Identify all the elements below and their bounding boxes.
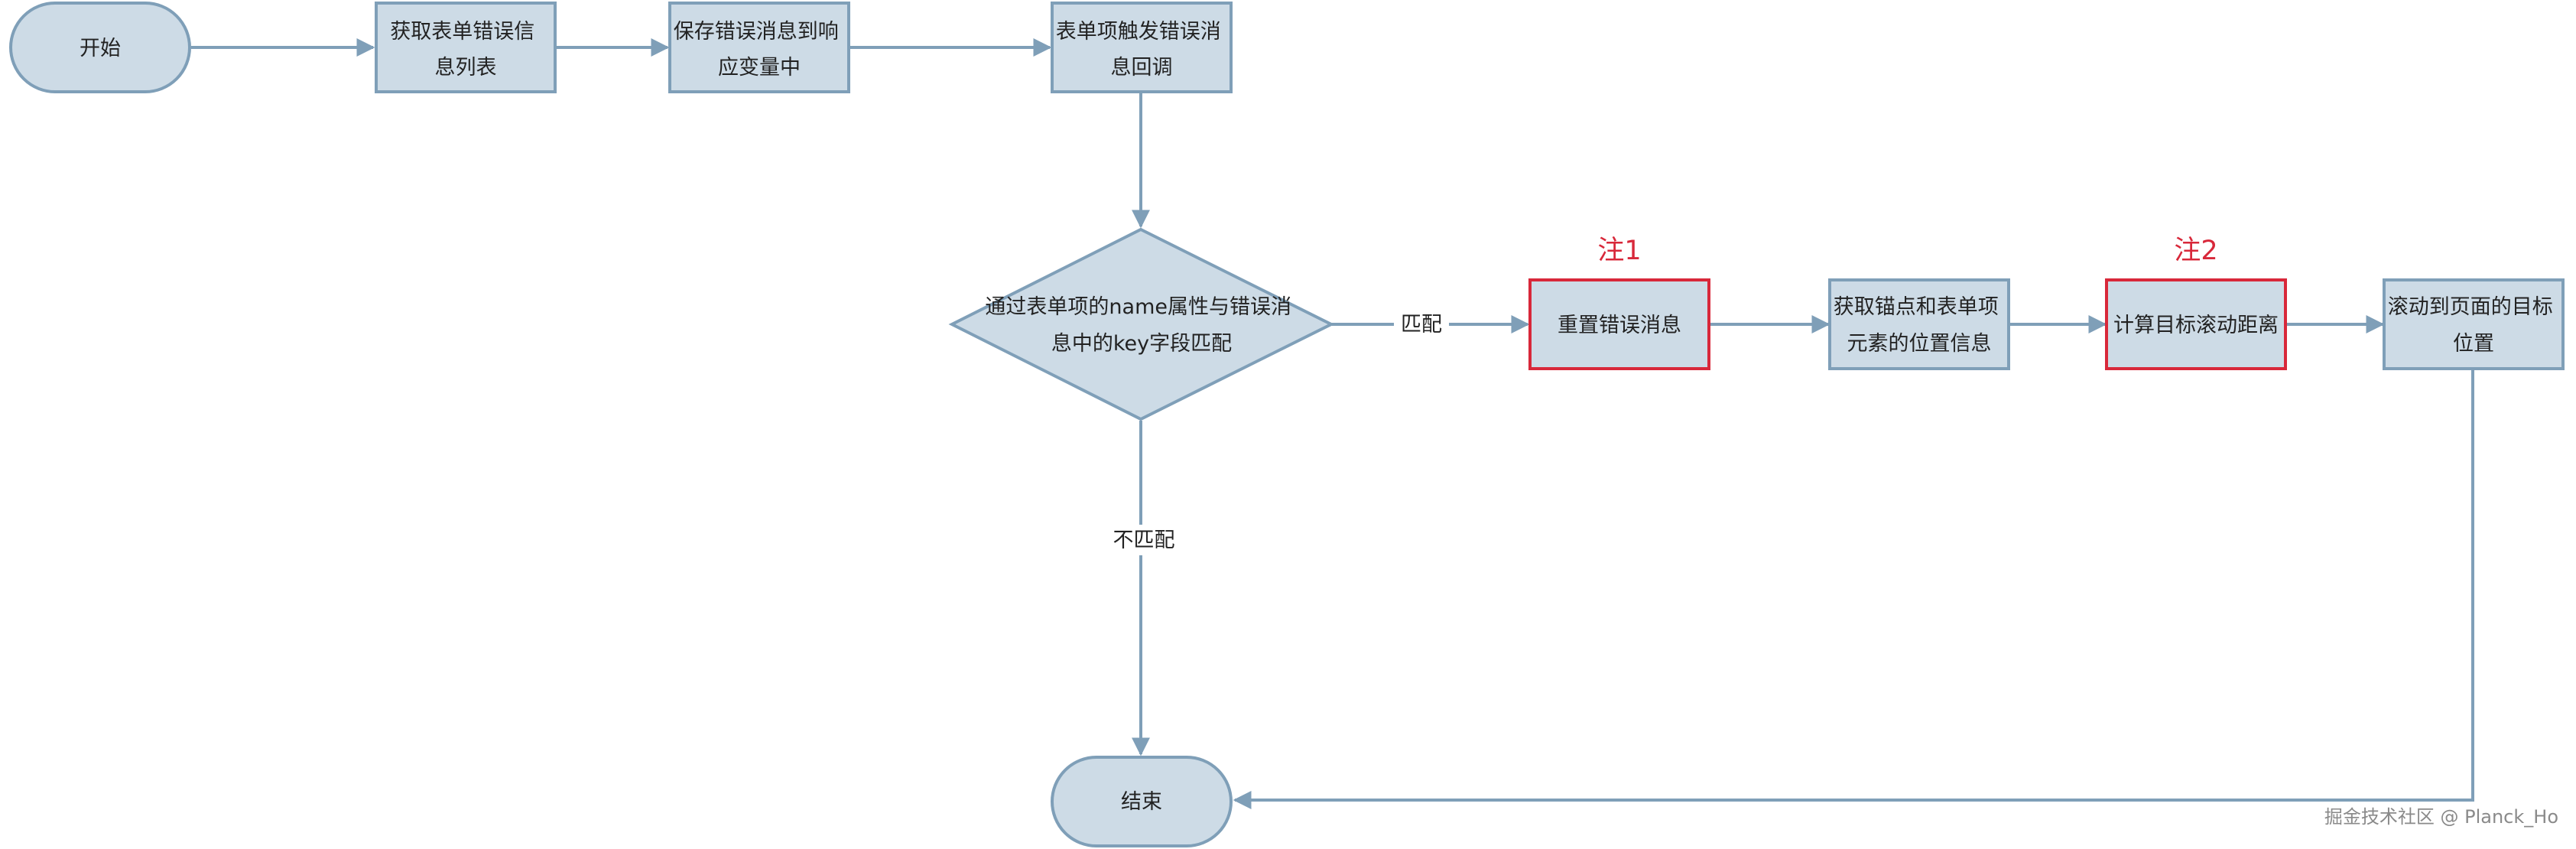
node-get-position: 获取锚点和表单项 元素的位置信息 (1828, 278, 2010, 370)
node-get-errors-line2: 息列表 (435, 56, 497, 80)
svg-text:表单项触发错误消 息回调: 表单项触发错误消 息回调 (1056, 20, 1228, 80)
node-get-errors: 获取表单错误信 息列表 (375, 2, 557, 93)
node-get-position-line1: 获取锚点和表单项 (1834, 295, 1999, 319)
svg-text:获取表单错误信 息列表: 获取表单错误信 息列表 (390, 20, 541, 80)
note-1-text: 注1 (1597, 236, 1641, 266)
node-scroll-target: 滚动到页面的目标 位置 (2383, 278, 2565, 370)
node-reset-message-label: 重置错误消息 (1558, 314, 1681, 337)
node-save-errors-line1: 保存错误消息到响 (674, 20, 839, 44)
node-end-label: 结束 (1121, 790, 1162, 814)
note-2-text: 注2 (2174, 236, 2217, 266)
edges (191, 38, 2474, 809)
node-reset-message: 重置错误消息 (1528, 278, 1710, 370)
watermark: 掘金技术社区 @ Planck_Ho (2324, 806, 2558, 828)
node-calc-distance: 计算目标滚动距离 (2105, 278, 2287, 370)
node-start: 开始 (9, 2, 191, 93)
node-trigger-callback-line1: 表单项触发错误消 (1056, 20, 1221, 44)
node-start-label: 开始 (80, 37, 121, 60)
node-match-decision: 通过表单项的name属性与错误消 息中的key字段匹配 (948, 227, 1335, 421)
edge-label-no-match-text: 不匹配 (1113, 529, 1175, 552)
node-scroll-target-line2: 位置 (2453, 332, 2494, 356)
note-2: 注2 (2174, 236, 2217, 266)
node-get-errors-line1: 获取表单错误信 (390, 20, 534, 44)
edge-label-no-match: 不匹配 (1107, 525, 1178, 555)
edge-label-match-text: 匹配 (1401, 313, 1442, 337)
node-save-errors-line2: 应变量中 (718, 56, 801, 80)
note-1: 注1 (1597, 236, 1641, 266)
node-calc-distance-label: 计算目标滚动距离 (2113, 314, 2279, 337)
node-save-errors: 保存错误消息到响 应变量中 (668, 2, 850, 93)
node-scroll-target-line1: 滚动到页面的目标 (2388, 295, 2553, 319)
svg-text:通过表单项的name属性与错误消 息中的key字: 通过表单项的name属性与错误消 息中的key字段匹配 (985, 295, 1298, 356)
node-get-position-line2: 元素的位置信息 (1847, 332, 1992, 356)
node-end: 结束 (1051, 756, 1233, 847)
node-trigger-callback-line2: 息回调 (1111, 56, 1173, 80)
edge-scroll-to-end (1233, 370, 2474, 809)
svg-text:滚动到页面的目标 位置: 滚动到页面的目标 位置 (2388, 295, 2560, 356)
node-match-decision-line2: 息中的key字段匹配 (1051, 332, 1232, 356)
svg-text:获取锚点和表单项 元素的位置信息: 获取锚点和表单项 元素的位置信息 (1834, 295, 2006, 356)
edge-label-match: 匹配 (1394, 309, 1449, 340)
node-match-decision-line1: 通过表单项的name属性与错误消 (985, 295, 1291, 319)
node-trigger-callback: 表单项触发错误消 息回调 (1051, 2, 1233, 93)
svg-text:保存错误消息到响 应变量中: 保存错误消息到响 应变量中 (674, 20, 846, 80)
